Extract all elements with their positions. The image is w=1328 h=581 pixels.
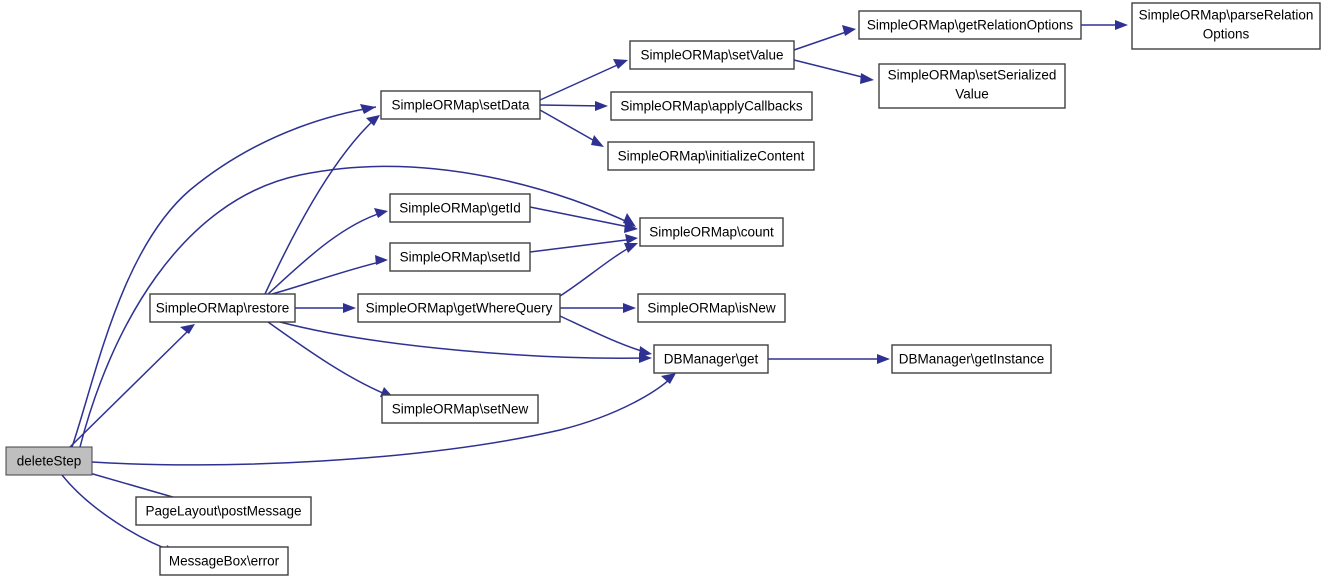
- graph-node-dbGet[interactable]: DBManager\get: [653, 344, 769, 374]
- node-label-initializeContent: SimpleORMap\initializeContent: [618, 149, 805, 164]
- node-box-applyCallbacks[interactable]: [610, 91, 813, 121]
- arrowhead-icon: [343, 303, 356, 313]
- call-edge-deleteStep-to-dbGet: [91, 374, 675, 466]
- arrowhead-icon: [625, 234, 638, 244]
- graph-node-setId[interactable]: SimpleORMap\setId: [389, 242, 531, 272]
- node-box-initializeContent[interactable]: [607, 141, 815, 171]
- node-label-parseRelationOptions-line1: SimpleORMap\parseRelation: [1139, 8, 1314, 23]
- call-edge-setValue-to-getRelationOptions: [793, 29, 853, 51]
- arrowhead-icon: [860, 73, 874, 84]
- node-label-setValue: SimpleORMap\setValue: [640, 48, 783, 63]
- node-label-setSerializedValue-line2: Value: [955, 87, 989, 102]
- graph-node-deleteStep[interactable]: deleteStep: [5, 446, 93, 476]
- graph-node-setValue[interactable]: SimpleORMap\setValue: [629, 40, 795, 70]
- call-edge-restore-to-setNew: [267, 321, 391, 397]
- graph-node-getId[interactable]: SimpleORMap\getId: [389, 193, 531, 223]
- arrowhead-icon: [366, 115, 380, 126]
- node-label-setNew: SimpleORMap\setNew: [392, 402, 529, 417]
- node-label-parseRelationOptions-line2: Options: [1203, 27, 1250, 42]
- node-box-dbGetInstance[interactable]: [891, 344, 1052, 374]
- arrowhead-icon: [624, 222, 638, 233]
- call-edge-deleteStep-to-setData: [71, 106, 377, 448]
- node-box-setNew[interactable]: [381, 394, 539, 424]
- node-label-isNew: SimpleORMap\isNew: [647, 301, 776, 316]
- call-edge-getId-to-count: [529, 206, 635, 229]
- arrowhead-icon: [639, 346, 652, 357]
- node-box-setValue[interactable]: [629, 40, 795, 70]
- call-edge-restore-to-setId: [271, 260, 385, 295]
- node-label-setId: SimpleORMap\setId: [400, 250, 521, 265]
- node-label-applyCallbacks: SimpleORMap\applyCallbacks: [620, 99, 803, 114]
- nodes-layer: deleteStepSimpleORMap\setDataSimpleORMap…: [5, 2, 1321, 576]
- arrowhead-icon: [1115, 20, 1128, 30]
- node-box-count[interactable]: [639, 217, 784, 247]
- call-edge-setValue-to-setSerializedValue: [793, 59, 871, 80]
- arrowhead-icon: [624, 243, 638, 253]
- graph-node-getWhereQuery[interactable]: SimpleORMap\getWhereQuery: [357, 293, 561, 323]
- node-box-getRelationOptions[interactable]: [858, 10, 1082, 40]
- node-box-getWhereQuery[interactable]: [357, 293, 561, 323]
- call-edge-deleteStep-to-count: [79, 165, 635, 448]
- node-box-setSerializedValue[interactable]: [878, 63, 1066, 109]
- node-box-deleteStep[interactable]: [5, 446, 93, 476]
- arrowhead-icon: [877, 354, 890, 364]
- node-box-dbGet[interactable]: [653, 344, 769, 374]
- node-box-postMessage[interactable]: [135, 496, 312, 526]
- graph-node-count[interactable]: SimpleORMap\count: [639, 217, 784, 247]
- node-label-deleteStep: deleteStep: [17, 454, 82, 469]
- node-label-getWhereQuery: SimpleORMap\getWhereQuery: [366, 301, 553, 316]
- graph-node-setNew[interactable]: SimpleORMap\setNew: [381, 394, 539, 424]
- arrowhead-icon: [180, 324, 195, 334]
- node-box-setId[interactable]: [389, 242, 531, 272]
- node-label-dbGetInstance: DBManager\getInstance: [899, 352, 1045, 367]
- node-label-getRelationOptions: SimpleORMap\getRelationOptions: [867, 18, 1074, 33]
- graph-node-isNew[interactable]: SimpleORMap\isNew: [637, 293, 786, 323]
- graph-node-setData[interactable]: SimpleORMap\setData: [380, 90, 541, 120]
- node-box-isNew[interactable]: [637, 293, 786, 323]
- node-label-getId: SimpleORMap\getId: [399, 201, 521, 216]
- arrowhead-icon: [591, 135, 604, 147]
- graph-node-applyCallbacks[interactable]: SimpleORMap\applyCallbacks: [610, 91, 813, 121]
- graph-node-postMessage[interactable]: PageLayout\postMessage: [135, 496, 312, 526]
- call-edge-restore-to-setData: [264, 117, 377, 295]
- node-box-error[interactable]: [159, 546, 289, 576]
- call-edge-deleteStep-to-restore: [69, 326, 193, 448]
- arrowhead-icon: [374, 208, 388, 218]
- node-label-setData: SimpleORMap\setData: [391, 98, 530, 113]
- node-label-error: MessageBox\error: [169, 554, 280, 569]
- graph-node-error[interactable]: MessageBox\error: [159, 546, 289, 576]
- node-label-count: SimpleORMap\count: [649, 225, 774, 240]
- arrowhead-icon: [375, 255, 388, 265]
- node-box-setData[interactable]: [380, 90, 541, 120]
- node-label-restore: SimpleORMap\restore: [156, 301, 290, 316]
- node-label-setSerializedValue-line1: SimpleORMap\setSerialized: [888, 68, 1057, 83]
- node-label-dbGet: DBManager\get: [664, 352, 759, 367]
- node-label-postMessage: PageLayout\postMessage: [145, 504, 301, 519]
- call-edge-restore-to-getId: [267, 211, 385, 295]
- call-edge-setData-to-initializeContent: [539, 109, 601, 145]
- node-box-getId[interactable]: [389, 193, 531, 223]
- call-edge-getWhereQuery-to-count: [559, 244, 635, 297]
- arrowhead-icon: [595, 101, 608, 111]
- node-box-parseRelationOptions[interactable]: [1131, 2, 1321, 50]
- call-edge-setData-to-applyCallbacks: [539, 104, 605, 107]
- call-edge-getWhereQuery-to-dbGet: [559, 315, 649, 354]
- graph-node-initializeContent[interactable]: SimpleORMap\initializeContent: [607, 141, 815, 171]
- arrowhead-icon: [661, 373, 676, 384]
- arrowhead-icon: [842, 25, 856, 36]
- graph-node-restore[interactable]: SimpleORMap\restore: [149, 293, 296, 323]
- call-edge-setData-to-setValue: [539, 61, 625, 101]
- graph-node-dbGetInstance[interactable]: DBManager\getInstance: [891, 344, 1052, 374]
- arrowhead-icon: [613, 59, 628, 69]
- graph-node-getRelationOptions[interactable]: SimpleORMap\getRelationOptions: [858, 10, 1082, 40]
- call-edge-setId-to-count: [529, 238, 635, 253]
- call-edge-restore-to-dbGet: [279, 321, 649, 359]
- arrowhead-icon: [623, 303, 636, 313]
- node-box-restore[interactable]: [149, 293, 296, 323]
- arrowhead-icon: [360, 104, 376, 114]
